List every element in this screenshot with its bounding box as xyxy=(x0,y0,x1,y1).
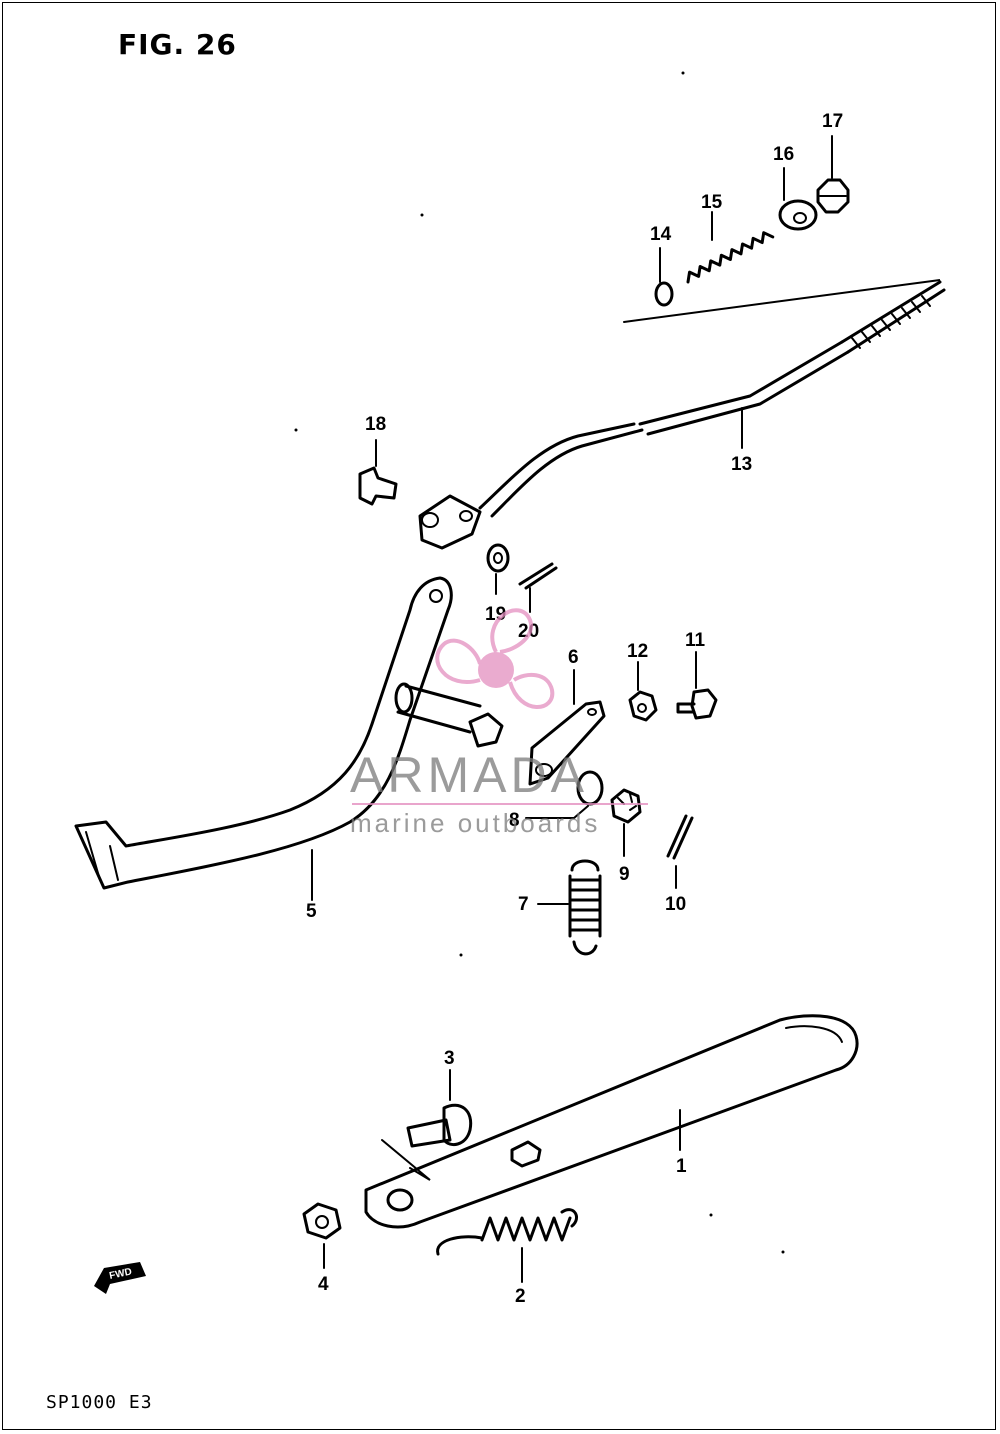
part-15-spring[interactable] xyxy=(684,230,775,284)
part-10-cotter-pin[interactable] xyxy=(666,814,694,860)
callout-3: 3 xyxy=(444,1048,455,1069)
callout-2: 2 xyxy=(515,1286,526,1307)
part-5-brake-pedal[interactable] xyxy=(74,576,504,890)
callout-8: 8 xyxy=(509,810,520,831)
callout-11: 11 xyxy=(685,630,706,651)
callout-14: 14 xyxy=(650,224,672,245)
part-4-nut[interactable] xyxy=(302,1202,342,1240)
part-18-pin[interactable] xyxy=(358,466,398,506)
propeller-logo-icon xyxy=(435,608,555,709)
callout-1: 1 xyxy=(676,1156,687,1177)
assembly-guide-line xyxy=(623,279,941,323)
callout-5: 5 xyxy=(306,901,317,922)
part-6-lever[interactable] xyxy=(528,700,606,786)
callout-7: 7 xyxy=(518,894,529,915)
part-12-nut[interactable] xyxy=(628,690,658,722)
part-3-pivot-bolt[interactable] xyxy=(406,1103,473,1148)
part-19-washer[interactable] xyxy=(486,543,510,573)
model-code: SP1000 E3 xyxy=(46,1392,153,1413)
part-14-washer[interactable] xyxy=(654,281,674,307)
watermark-brand: ARMADA xyxy=(350,747,588,803)
figure-title: FIG. 26 xyxy=(118,28,237,61)
part-9-castle-nut[interactable] xyxy=(610,788,642,824)
watermark-tagline: marine outboards xyxy=(350,808,600,838)
assembly-guide-stand xyxy=(381,1139,431,1181)
part-7-spring[interactable] xyxy=(568,859,602,956)
part-20-cotter-pin[interactable] xyxy=(518,562,558,590)
callout-10: 10 xyxy=(665,894,686,915)
leader-8 xyxy=(525,805,589,819)
callout-4: 4 xyxy=(318,1274,329,1295)
callout-9: 9 xyxy=(619,864,630,885)
fwd-arrow-icon: FWD xyxy=(94,1262,146,1294)
part-17-nut[interactable] xyxy=(816,178,850,214)
part-1-side-stand[interactable] xyxy=(364,1014,859,1229)
part-11-bolt[interactable] xyxy=(676,688,718,720)
watermark: ARMADA marine outboards xyxy=(350,608,648,838)
part-16-joint[interactable] xyxy=(778,199,818,231)
fwd-label: FWD xyxy=(108,1266,133,1281)
callout-13: 13 xyxy=(731,454,752,475)
callout-16: 16 xyxy=(773,144,794,165)
callout-6: 6 xyxy=(568,647,579,668)
callout-15: 15 xyxy=(701,192,723,213)
callout-12: 12 xyxy=(627,641,648,662)
callout-18: 18 xyxy=(365,414,386,435)
part-13-brake-rod[interactable] xyxy=(418,280,946,550)
part-2-return-spring[interactable] xyxy=(436,1208,578,1256)
callout-17: 17 xyxy=(822,111,843,132)
